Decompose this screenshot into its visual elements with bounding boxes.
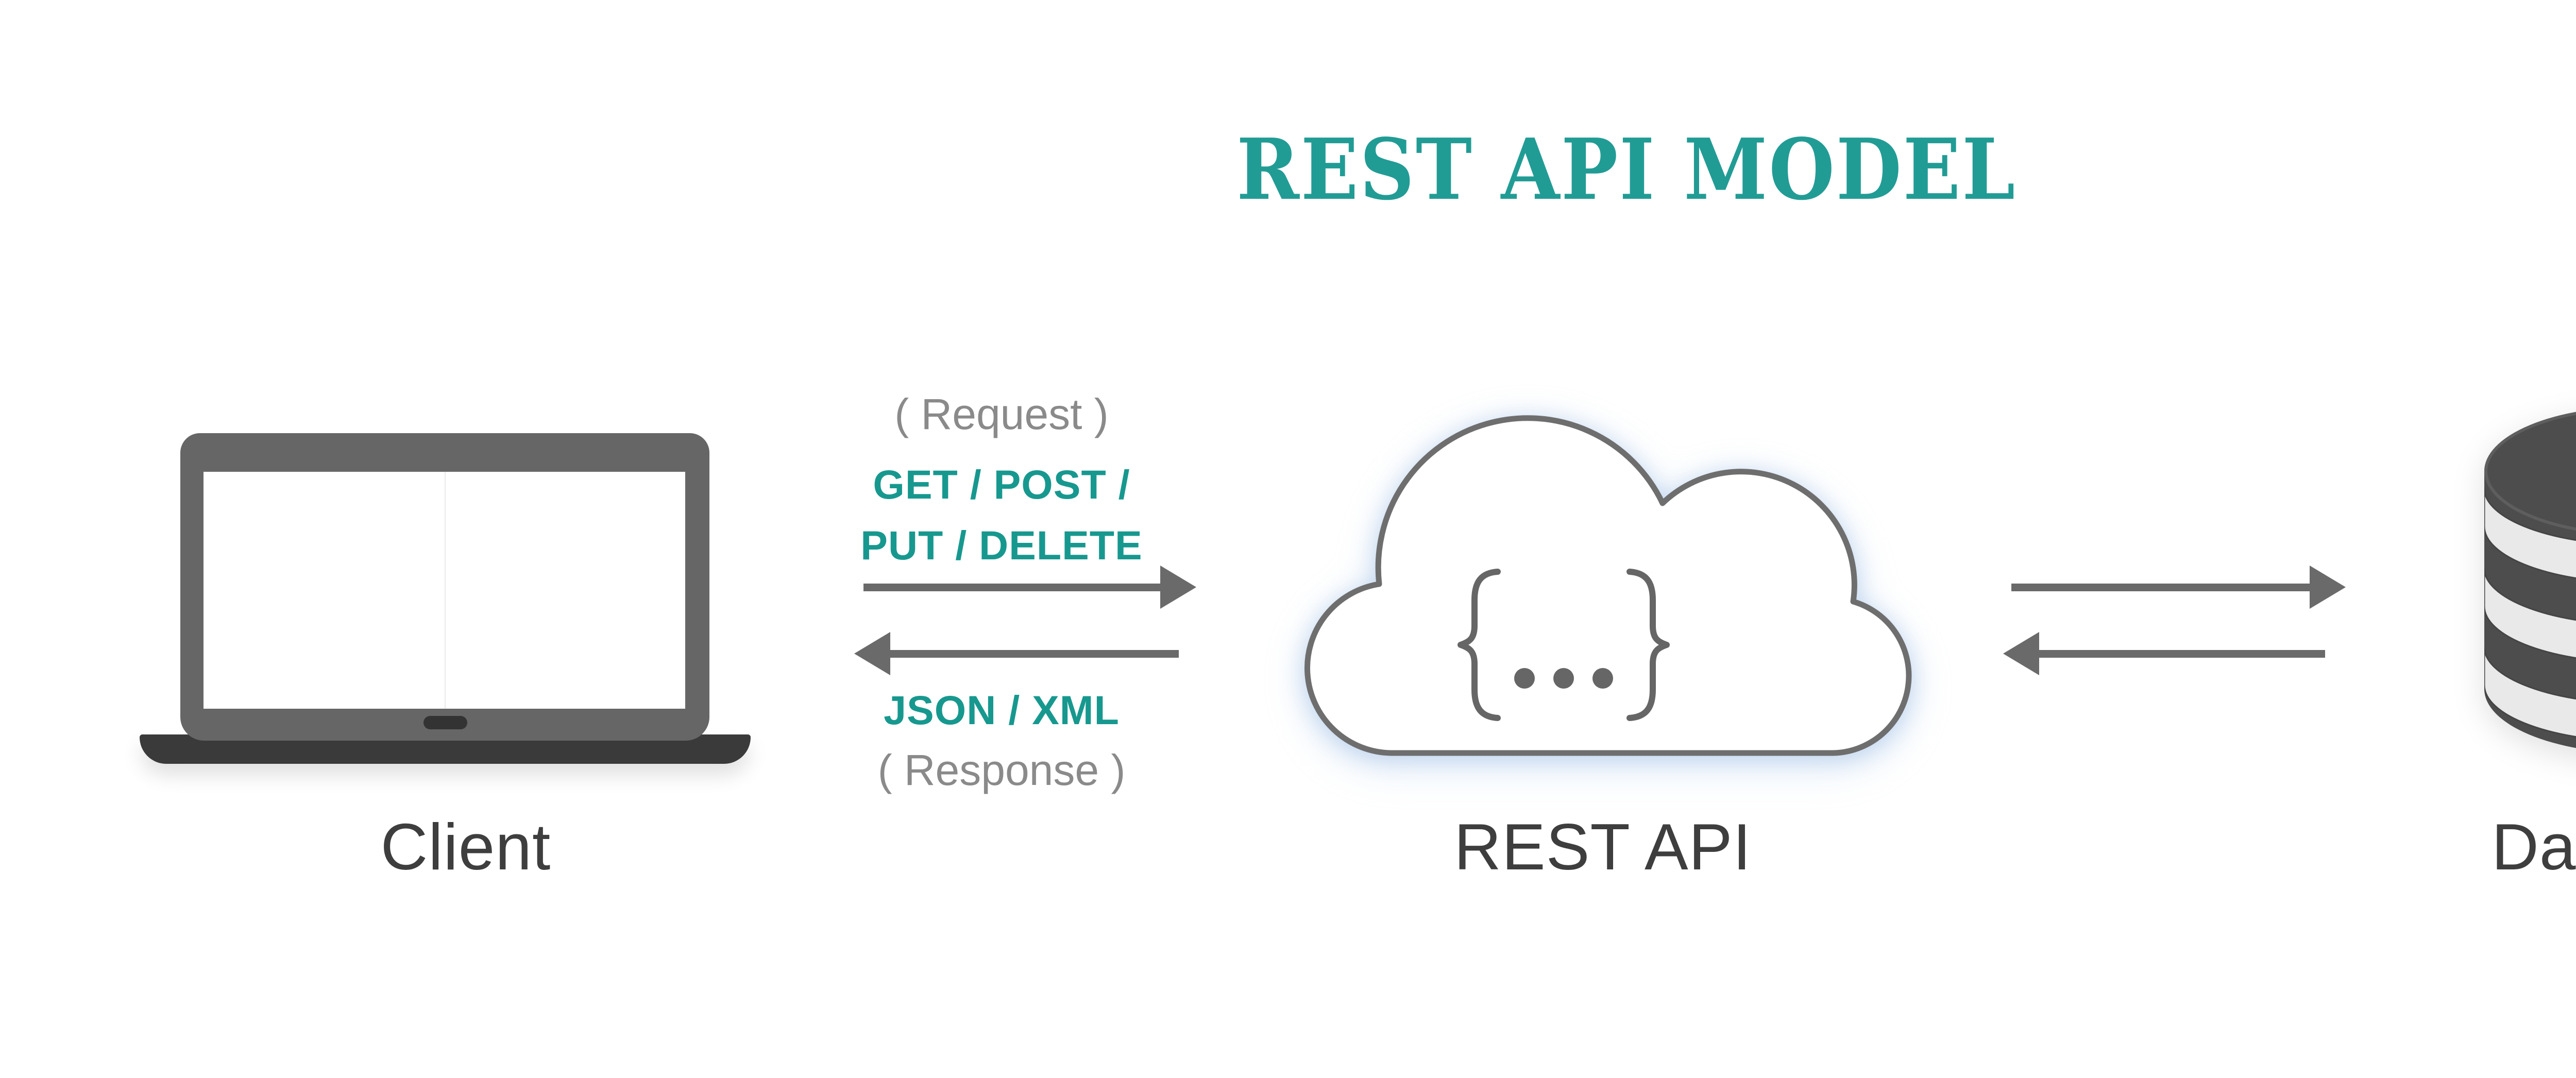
laptop-notch: [423, 716, 467, 729]
request-methods-line1: GET / POST /: [873, 461, 1130, 507]
page-title: REST API MODEL: [1193, 128, 2015, 212]
database-cylinder-icon: [2484, 412, 2576, 748]
laptop-screen-seam: [445, 472, 446, 709]
client-label: Client: [380, 810, 551, 883]
ellipsis-dots-icon: [1514, 668, 1613, 689]
request-annotation: ( Request ): [894, 390, 1109, 438]
arrow-left-icon: [854, 632, 890, 675]
cloud-outline: [1304, 415, 1912, 756]
cloud-icon: [1304, 415, 1912, 756]
database-label: Database: [2492, 810, 2576, 883]
right-brace-icon: [1626, 569, 1670, 721]
response-formats: JSON / XML: [884, 687, 1120, 733]
db-top-ellipse: [2484, 412, 2576, 531]
arrow-right-icon: [2310, 566, 2346, 609]
laptop-icon: [140, 433, 751, 773]
code-braces-ellipsis-icon: [1458, 569, 1670, 721]
response-arrow-shaft: [890, 650, 1179, 658]
arrow-left-icon: [2003, 632, 2039, 675]
arrow-right-icon: [1160, 566, 1196, 609]
laptop-screen: [204, 472, 685, 709]
left-brace-icon: [1458, 569, 1501, 721]
page-title-text: REST API MODEL: [1236, 121, 2017, 219]
api-label: REST API: [1454, 810, 1752, 883]
db-bands: [2484, 488, 2576, 743]
api-db-arrow-shaft: [2011, 584, 2310, 591]
request-arrow-shaft: [863, 584, 1160, 591]
request-methods-line2: PUT / DELETE: [860, 522, 1143, 568]
db-api-arrow-shaft: [2039, 650, 2325, 658]
response-annotation: ( Response ): [877, 746, 1126, 794]
